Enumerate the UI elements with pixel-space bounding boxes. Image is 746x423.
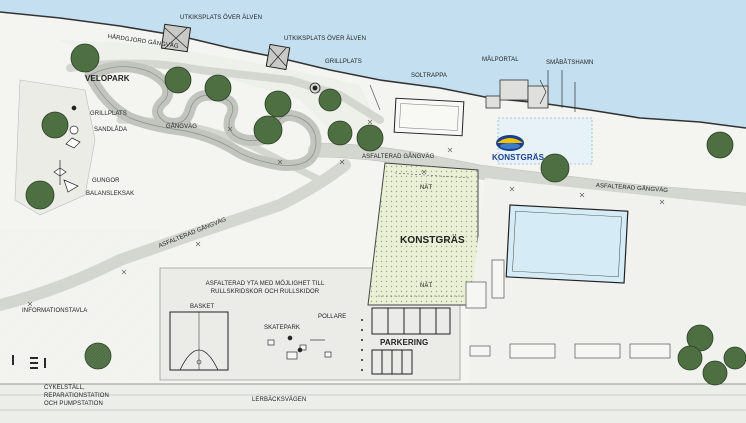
label-malportal: MÅLPORTAL (482, 57, 519, 63)
label-cykelstall: CYKELSTÄLL, REPARATIONSTATION OCH PUMPST… (44, 385, 109, 407)
lamp-markers (27, 119, 665, 307)
soltrappa (393, 97, 465, 137)
malportal (485, 79, 549, 109)
label-grillplats-left: GRILLPLATS (90, 111, 127, 117)
play-area (14, 79, 96, 216)
pollare-dots (361, 319, 363, 371)
label-konstgras-logo: KONSTGRÄS (492, 153, 545, 162)
label-soltrappa: SOLTRAPPA (411, 73, 448, 79)
label-parkering: PARKERING (380, 338, 429, 347)
asfalterad-gangvag-top (308, 143, 746, 207)
label-sandlada: SANDLÅDA (94, 127, 128, 133)
label-pollare: POLLARE (318, 314, 347, 320)
pool (505, 204, 629, 284)
label-utkiksplats-2: UTKIKSPLATS ÖVER ÄLVEN (284, 36, 367, 42)
label-nat-top: NÄT (420, 185, 433, 191)
label-gungor: GUNGOR (92, 178, 120, 184)
label-skatepark: SKATEPARK (264, 325, 301, 331)
utkiksplats-markers (160, 23, 291, 71)
skatepark-elements (267, 335, 332, 360)
grillplats-top-icon (309, 82, 321, 94)
label-gangvag: GÅNGVÄG (166, 124, 198, 130)
smabatshamn (539, 70, 576, 112)
label-konstgras-field: KONSTGRÄS (400, 235, 465, 246)
label-balansleksak: BALANSLEKSAK (86, 191, 135, 197)
shoreline (0, 11, 746, 129)
label-velopark: VELOPARK (85, 74, 130, 83)
lerbacksvagen-road (0, 384, 746, 423)
konstgras-logo-icon (496, 135, 524, 151)
label-nat-bottom: NÄT (420, 283, 433, 289)
label-asfalterad-yta: ASFALTERAD YTA MED MÖJLIGHET TILL RULLSK… (205, 281, 325, 295)
label-grillplats-top: GRILLPLATS (325, 59, 362, 65)
label-basket: BASKET (190, 304, 215, 310)
parkering-spots (371, 307, 451, 375)
benches-right (465, 259, 671, 359)
label-utkiksplats-1: UTKIKSPLATS ÖVER ÄLVEN (180, 15, 263, 21)
label-smabatshamn: SMÅBÅTSHAMN (546, 60, 594, 66)
play-equipment (53, 105, 81, 193)
label-informationstavla: INFORMATIONSTAVLA (22, 308, 88, 314)
label-asfalterad-gangvag-top: ASFALTERAD GÅNGVÄG (362, 154, 435, 160)
label-lerbacksvagen: LERBÄCKSVÄGEN (252, 397, 307, 403)
